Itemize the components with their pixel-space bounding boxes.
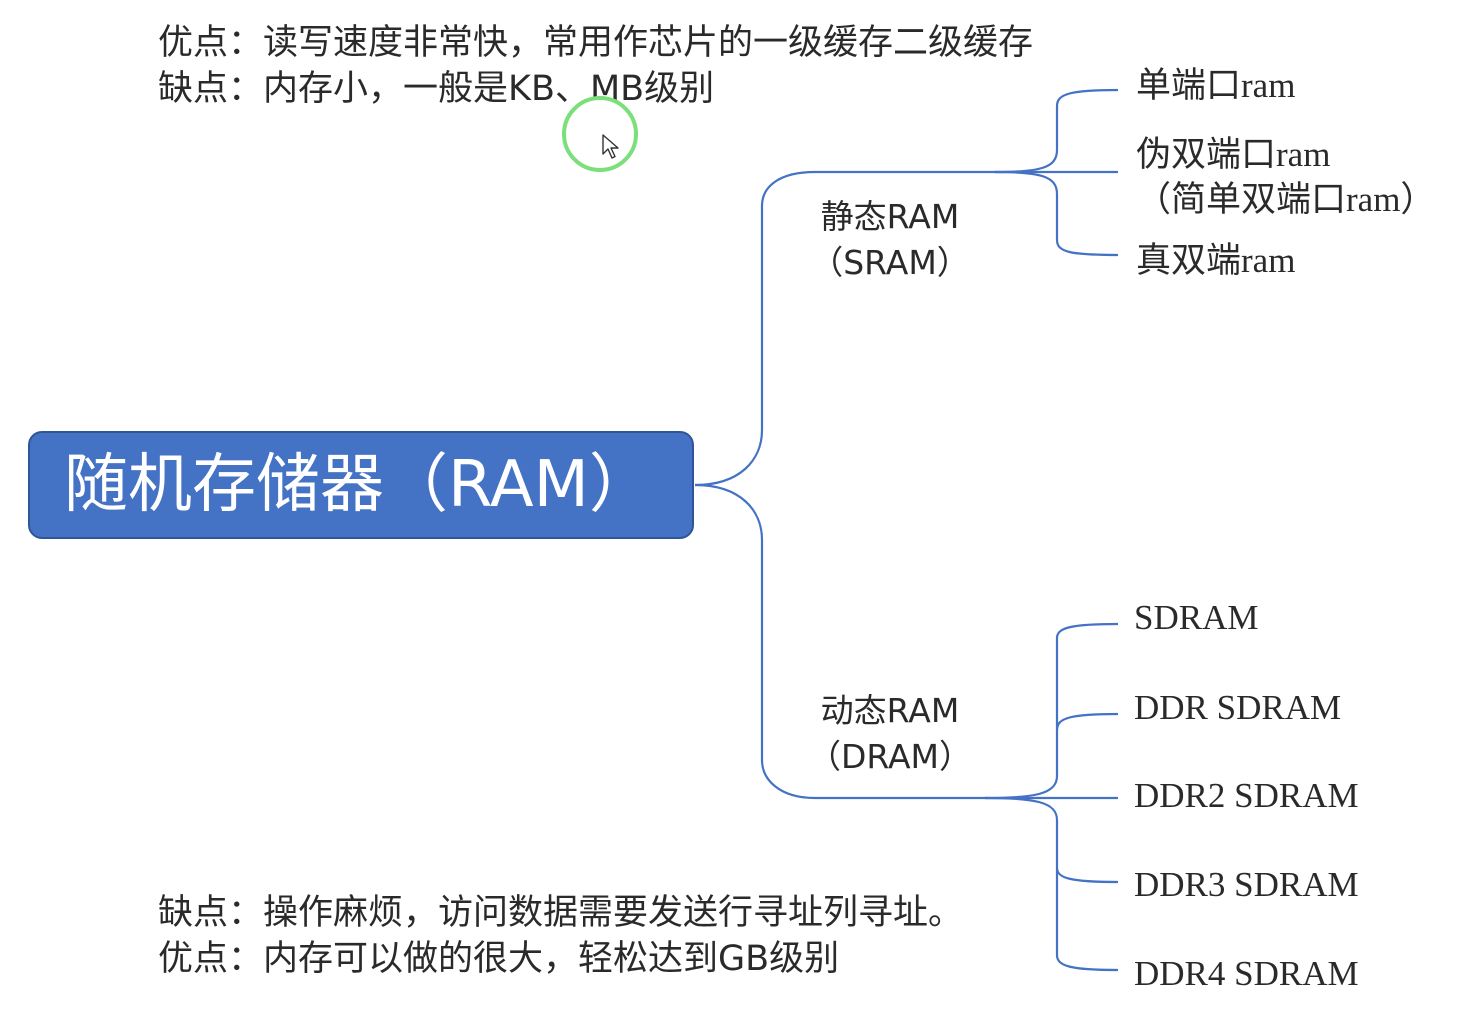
leaf-single-port-ram: 单端口ram [1136, 66, 1296, 105]
sram-pros-line: 优点：读写速度非常快，常用作芯片的一级缓存二级缓存 [158, 23, 1034, 63]
dram-node: 动态RAM （DRAM） [800, 688, 980, 780]
cursor-highlight-ring [562, 96, 638, 172]
dram-bracket-3 [984, 796, 1119, 972]
dram-bracket-4 [1055, 867, 1119, 884]
sram-pros-cons-note: 优点：读写速度非常快，常用作芯片的一级缓存二级缓存 缺点：内存小，一般是KB、M… [158, 20, 1033, 112]
leaf-sdram: SDRAM [1134, 598, 1259, 637]
dram-cons-line: 缺点：操作麻烦，访问数据需要发送行寻址列寻址。 [158, 893, 964, 933]
leaf-ddr2-sdram: DDR2 SDRAM [1134, 776, 1359, 815]
root-node-ram: 随机存储器（RAM） [28, 431, 694, 539]
root-to-dram-connector [694, 483, 1118, 800]
leaf-ddr-sdram: DDR SDRAM [1134, 688, 1342, 727]
dram-node-subtitle: （DRAM） [807, 737, 973, 776]
sram-bracket-bottom [994, 170, 1119, 257]
dram-node-title: 动态RAM [820, 691, 960, 730]
dram-bracket-2 [1055, 712, 1119, 731]
leaf-pseudo-dual-port-ram: 伪双端口ram [1136, 135, 1331, 174]
leaf-ddr3-sdram: DDR3 SDRAM [1134, 865, 1359, 904]
sram-node-title: 静态RAM [820, 197, 960, 236]
root-to-sram-connector [694, 170, 1118, 487]
leaf-true-dual-port-ram: 真双端ram [1136, 241, 1296, 280]
sram-bracket-top [994, 88, 1119, 174]
leaf-ddr4-sdram: DDR4 SDRAM [1134, 954, 1359, 993]
dram-pros-line: 优点：内存可以做的很大，轻松达到GB级别 [158, 939, 840, 979]
mouse-pointer-icon [602, 134, 619, 159]
dram-pros-cons-note: 缺点：操作麻烦，访问数据需要发送行寻址列寻址。 优点：内存可以做的很大，轻松达到… [158, 890, 963, 982]
leaf-simple-dual-port-ram: （简单双端口ram） [1136, 180, 1436, 219]
sram-node-subtitle: （SRAM） [810, 243, 970, 282]
sram-node: 静态RAM （SRAM） [800, 194, 980, 286]
dram-bracket-1 [984, 622, 1119, 800]
